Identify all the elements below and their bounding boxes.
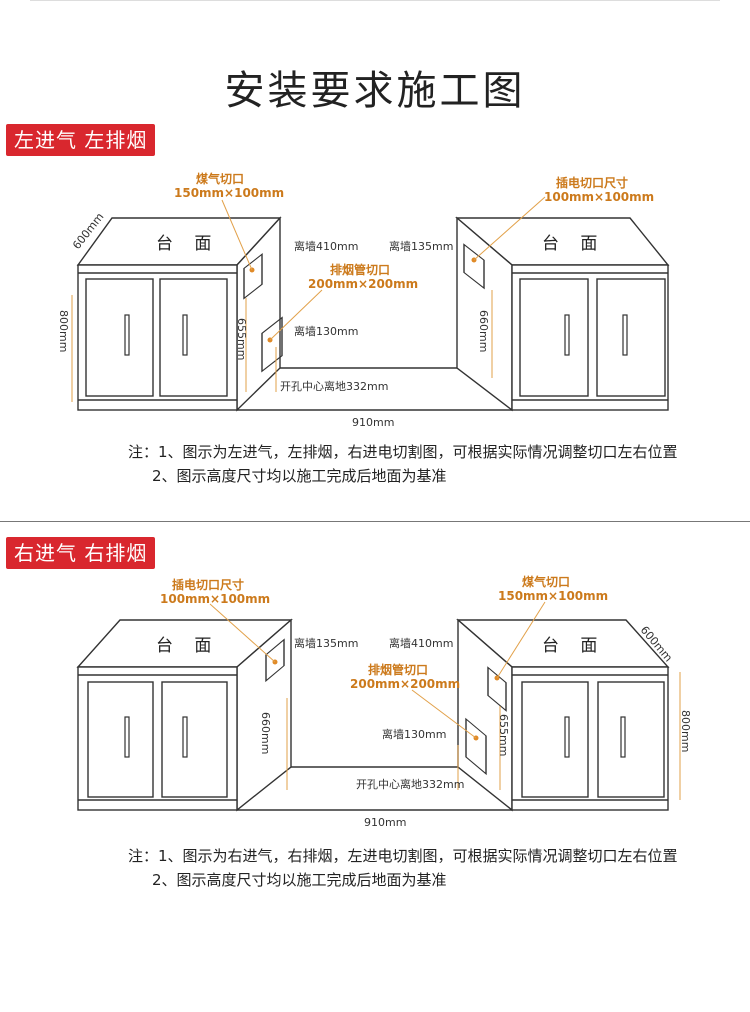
handle (182, 314, 188, 356)
right-cabinet-door-right (596, 278, 666, 397)
section2-badge: 右进气 右排烟 (6, 537, 156, 569)
handle (564, 716, 570, 758)
height-660-label: 660mm (477, 310, 490, 352)
handle (124, 716, 130, 758)
section2-note2: 2、图示高度尺寸均以施工完成后地面为基准 (152, 871, 447, 889)
wall-130-label: 离墙130mm (382, 727, 446, 741)
gas-size: 150mm×100mm (174, 186, 284, 200)
right-cabinet-door-right (597, 681, 665, 798)
smoke-cutout (465, 717, 487, 776)
left-cabinet-door-right (161, 681, 228, 798)
left-cabinet-top-label: 台 面 (156, 234, 219, 254)
section1-diagram: 台 面 台 面 600mm 800mm 煤气切口 150mm×100mm 插电切… (57, 171, 670, 429)
section1-badge: 左进气 左排烟 (6, 124, 156, 156)
wall-130-label: 离墙130mm (294, 324, 358, 338)
power-cutout (265, 638, 285, 683)
width-label: 910mm (352, 416, 394, 429)
right-cabinet-top-label: 台 面 (542, 636, 605, 656)
right-cabinet-front (511, 666, 669, 811)
power-label: 插电切口尺寸 (556, 175, 628, 190)
smoke-size: 200mm×200mm (350, 677, 460, 691)
handle (182, 716, 188, 758)
center-height-label: 开孔中心离地332mm (280, 379, 388, 393)
section2-diagram: 台 面 台 面 600mm 800mm 插电切口尺寸 100mm×100mm 煤… (76, 574, 692, 829)
height-655-label: 655mm (235, 318, 248, 360)
smoke-label: 排烟管切口 (330, 262, 390, 277)
handle (620, 716, 626, 758)
center-height-label: 开孔中心离地332mm (356, 777, 464, 791)
gas-size: 150mm×100mm (498, 589, 608, 603)
cabinet-height-label: 800mm (679, 710, 692, 752)
left-cabinet-front (77, 666, 238, 811)
power-label: 插电切口尺寸 (172, 577, 244, 592)
smoke-label: 排烟管切口 (368, 662, 428, 677)
wall-135-label: 离墙135mm (294, 636, 358, 650)
left-cabinet-door-right (159, 278, 228, 397)
handle (564, 314, 570, 356)
height-660-label: 660mm (259, 712, 272, 754)
power-size: 100mm×100mm (544, 190, 654, 204)
left-cabinet-front (77, 264, 238, 411)
smoke-size: 200mm×200mm (308, 277, 418, 291)
right-cabinet-top-label: 台 面 (542, 234, 605, 254)
section1-note2: 2、图示高度尺寸均以施工完成后地面为基准 (152, 467, 447, 485)
handle (124, 314, 130, 356)
section1-note1: 注：1、图示为左进气，左排烟，右进电切割图，可根据实际情况调整切口左右位置 (128, 443, 678, 461)
wall-135-label: 离墙135mm (389, 239, 453, 253)
width-label: 910mm (364, 816, 406, 829)
left-cabinet-top-label: 台 面 (156, 636, 219, 656)
right-cabinet-door-left (521, 681, 589, 798)
right-cabinet-front (511, 264, 669, 411)
gas-cutout (487, 666, 507, 712)
gas-cutout (243, 253, 263, 300)
power-size: 100mm×100mm (160, 592, 270, 606)
section2-note1: 注：1、图示为右进气，右排烟，左进电切割图，可根据实际情况调整切口左右位置 (128, 847, 678, 865)
cabinet-height-label: 800mm (57, 310, 70, 352)
handle (622, 314, 628, 356)
gas-label: 煤气切口 (522, 574, 570, 589)
power-cutout (463, 243, 485, 290)
gas-label: 煤气切口 (196, 171, 244, 186)
left-cabinet-door-left (87, 681, 154, 798)
wall-410-label: 离墙410mm (294, 239, 358, 253)
left-cabinet-door-left (85, 278, 154, 397)
section-divider (0, 521, 750, 522)
top-rule (30, 0, 720, 1)
smoke-cutout (261, 316, 283, 373)
wall-410-label: 离墙410mm (389, 636, 453, 650)
right-cabinet-door-left (519, 278, 589, 397)
page-title: 安装要求施工图 (224, 68, 526, 114)
height-655-label: 655mm (497, 714, 510, 756)
